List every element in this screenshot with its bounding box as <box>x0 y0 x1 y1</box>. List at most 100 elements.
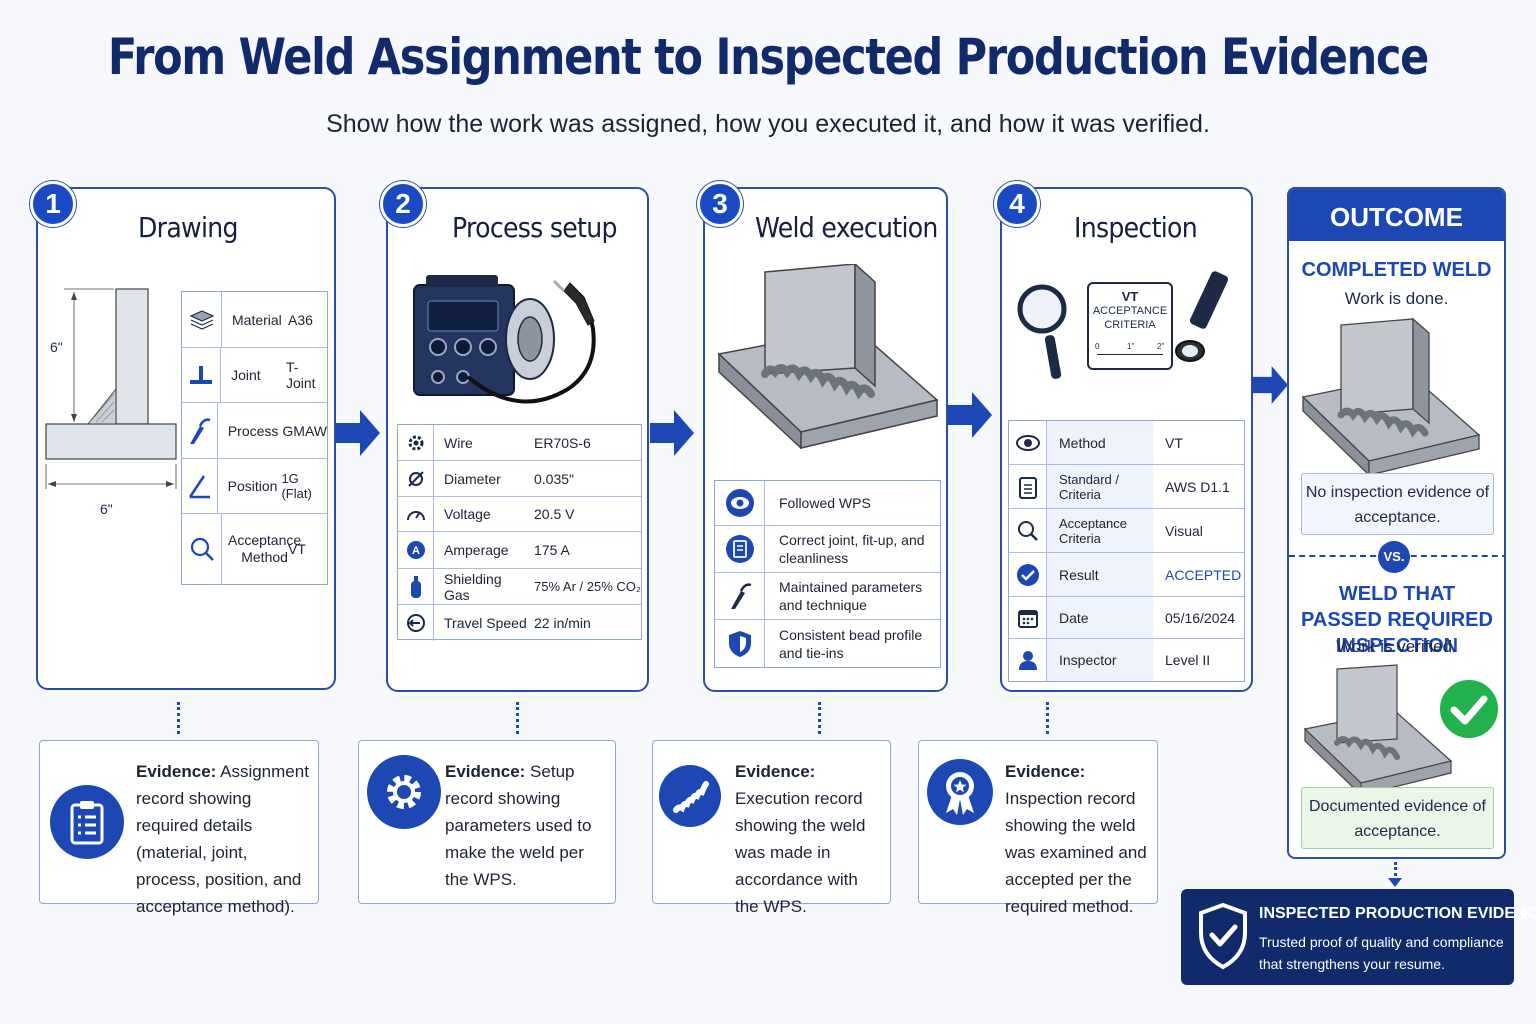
evidence-label: Evidence: <box>136 762 217 781</box>
step-title: Process setup <box>452 211 617 244</box>
list-item: Consistent bead profile and tie-ins <box>715 620 940 667</box>
evidence-card: Evidence: Execution record showing the w… <box>652 740 891 916</box>
row-value: 75% Ar / 25% CO₂ <box>534 579 641 594</box>
table-row: Material A36 <box>182 292 327 348</box>
note-text: No inspection evidence of acceptance. <box>1305 484 1490 526</box>
gear-icon <box>387 775 421 809</box>
evidence-card: Evidence: Inspection record showing the … <box>918 740 1158 916</box>
gear-icon <box>408 435 423 450</box>
material-layers-icon <box>189 309 214 330</box>
row-value: VT <box>288 541 306 557</box>
connector-dots <box>1394 862 1397 882</box>
note-text: Documented evidence of acceptance. <box>1309 798 1486 840</box>
step-number-badge: 3 <box>697 181 743 227</box>
table-row: Travel Speed 22 in/min <box>398 605 641 641</box>
row-value: 0.035" <box>534 470 575 487</box>
table-row: Inspector Level II <box>1009 639 1244 681</box>
criteria-line: CRITERIA <box>1104 319 1156 331</box>
row-label: Result <box>1047 553 1153 596</box>
row-label: Position <box>227 478 278 494</box>
outcome-heading: OUTCOME <box>1289 189 1504 241</box>
row-label: Shielding Gas <box>444 570 502 603</box>
evidence-label: Evidence: <box>735 762 816 781</box>
ruler-mark: 2" <box>1157 342 1165 351</box>
table-row: Voltage 20.5 V <box>398 497 641 532</box>
connector-dots <box>818 702 821 734</box>
page-title: From Weld Assignment to Inspected Produc… <box>107 28 1429 86</box>
row-label: Acceptance Method <box>228 532 302 565</box>
table-row: A Amperage 175 A <box>398 532 641 569</box>
passed-weld-note: Documented evidence of acceptance. <box>1301 787 1494 849</box>
step-title: Inspection <box>1074 211 1198 244</box>
row-label: Method <box>1047 421 1153 464</box>
row-value: T-Joint <box>285 359 316 391</box>
process-setup-table: Wire ER70S-6 Diameter 0.035" Voltage 20.… <box>397 424 642 641</box>
step-number-badge: 2 <box>380 181 426 227</box>
row-value: A36 <box>288 311 313 328</box>
weld-bead-icon <box>673 781 709 813</box>
list-item: Maintained parameters and technique <box>715 573 940 620</box>
evidence-text: Assignment record showing required detai… <box>136 762 309 916</box>
flow-arrow-icon <box>336 410 380 456</box>
evidence-label: Evidence: <box>1005 762 1086 781</box>
checklist-text: Consistent bead profile and tie-ins <box>779 626 923 661</box>
row-value: GMAW <box>282 422 327 439</box>
table-row: Date 05/16/2024 <box>1009 597 1244 639</box>
evidence-text: Execution record showing the weld was ma… <box>735 789 866 916</box>
row-value: 22 in/min <box>534 615 591 631</box>
list-item: Correct joint, fit-up, and cleanliness <box>715 526 940 573</box>
chevron-down-icon <box>1388 878 1402 887</box>
check-circle-icon <box>1438 678 1500 740</box>
evidence-text: Setup record showing parameters used to … <box>445 762 592 889</box>
page-subtitle: Show how the work was assigned, how you … <box>326 110 1210 138</box>
shield-icon <box>728 630 751 657</box>
dimension-width-label: 6" <box>100 501 113 517</box>
row-label: Travel Speed <box>444 615 527 631</box>
table-row: Wire ER70S-6 <box>398 425 641 461</box>
drawing-spec-table: Material A36 Joint T-Joint Process GMAW … <box>181 291 328 585</box>
welding-torch-icon <box>190 417 211 444</box>
flow-arrow-icon <box>948 392 992 438</box>
row-value: VT <box>1165 434 1183 451</box>
completed-weld-subtitle: Work is done. <box>1344 289 1449 308</box>
ruler-mark: 0 <box>1095 342 1100 351</box>
t-joint-drawing <box>45 288 177 489</box>
row-value: Level II <box>1165 652 1211 668</box>
flashlight-icon <box>1175 271 1229 362</box>
shield-check-icon <box>1199 902 1247 970</box>
evidence-text: Inspection record showing the weld was e… <box>1005 789 1147 916</box>
table-row: Method VT <box>1009 421 1244 465</box>
table-row: Position 1G (Flat) <box>182 459 327 514</box>
step-weld-execution-card: Weld execution Followed WPS Correct join… <box>703 187 948 692</box>
row-value: 05/16/2024 <box>1165 609 1236 626</box>
magnifier-icon <box>1017 520 1038 541</box>
checklist-text: Followed WPS <box>779 495 871 511</box>
row-label: Voltage <box>444 506 491 522</box>
row-value: AWS D1.1 <box>1165 478 1230 495</box>
row-label: Standard / Criteria <box>1047 465 1153 508</box>
table-row: Standard / Criteria AWS D1.1 <box>1009 465 1244 509</box>
completed-weld-note: No inspection evidence of acceptance. <box>1301 473 1494 535</box>
banner-text: Trusted proof of quality and compliance … <box>1259 934 1504 972</box>
step-drawing-card: Drawing 6" 6" Material A36 Joint T-Joint <box>36 187 336 690</box>
magnifier-icon <box>190 537 214 561</box>
passed-weld-title: WELD THAT PASSED REQUIRED INSPECTION <box>1301 583 1493 657</box>
clipboard-icon <box>1018 476 1037 499</box>
checklist-icon <box>725 535 754 563</box>
row-value: Visual <box>1165 522 1203 539</box>
passed-weld-illustration <box>1303 664 1453 793</box>
gas-cylinder-icon <box>410 575 421 598</box>
vs-badge: VS. <box>1378 541 1410 573</box>
eye-icon <box>725 489 754 517</box>
row-label: Joint <box>231 367 261 383</box>
table-row: Acceptance Criteria Visual <box>1009 509 1244 553</box>
ruler-mark: 1" <box>1127 342 1135 351</box>
welding-torch-icon <box>730 583 751 609</box>
diameter-icon <box>407 470 424 487</box>
completed-weld-illustration <box>717 264 939 449</box>
flow-arrow-icon <box>650 410 694 456</box>
row-value: 20.5 V <box>534 506 575 522</box>
connector-dots <box>1046 702 1049 734</box>
connector-dots <box>516 702 519 734</box>
row-label: Inspector <box>1047 639 1153 681</box>
